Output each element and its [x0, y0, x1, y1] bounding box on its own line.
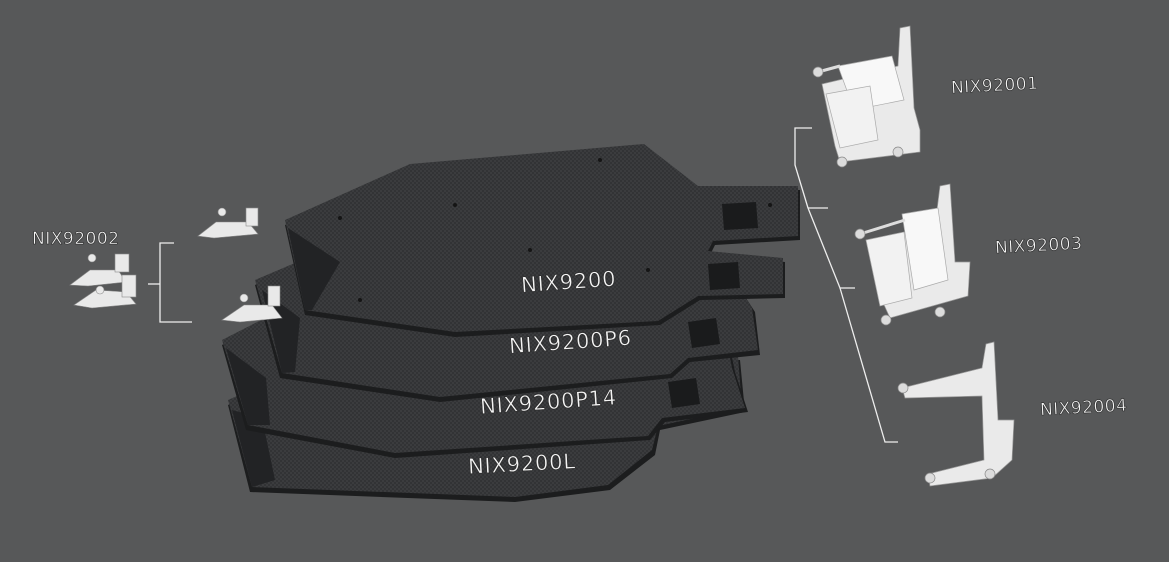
right-bracket-lines	[794, 127, 898, 443]
label-nix92002: NIX92002	[32, 229, 120, 250]
nix92003-part	[854, 183, 971, 326]
nix92001-part	[812, 25, 921, 168]
nix92002-part-group	[69, 207, 283, 323]
plate-nix9200	[285, 144, 800, 337]
nix92004-part	[897, 341, 1015, 487]
left-bracket-lines	[148, 242, 192, 323]
